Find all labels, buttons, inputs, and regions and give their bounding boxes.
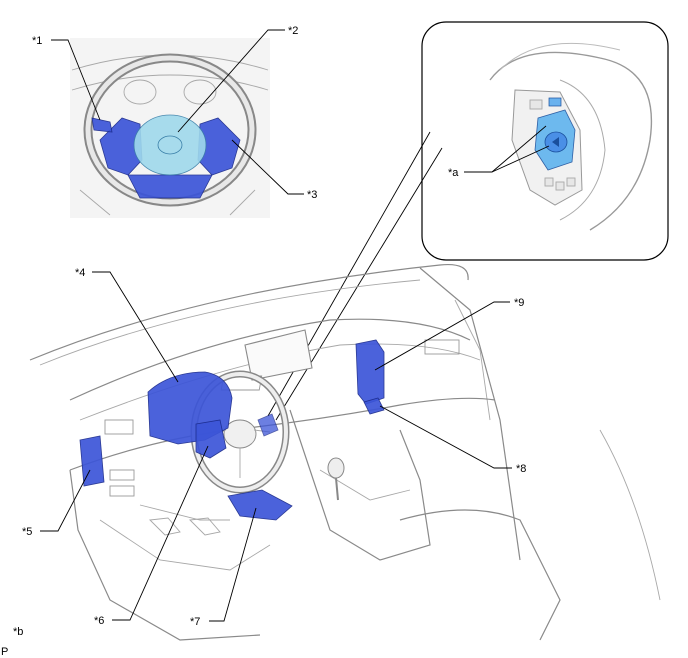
windshield-edge bbox=[29, 263, 469, 361]
combination-switch-stalk bbox=[91, 117, 113, 133]
steering-wheel-inset bbox=[70, 38, 270, 218]
label-b: *b bbox=[13, 626, 23, 638]
label-4: *4 bbox=[75, 267, 85, 279]
zoom-line-lower bbox=[275, 147, 443, 421]
cockpit-view bbox=[29, 263, 661, 641]
label-a: *a bbox=[448, 167, 459, 179]
passenger-side-unit bbox=[355, 339, 385, 405]
label-9: *9 bbox=[514, 297, 524, 309]
driver-lower-trim bbox=[69, 469, 261, 641]
label-3: *3 bbox=[307, 189, 317, 201]
zoom-line-upper bbox=[267, 131, 431, 417]
left-side-ecu bbox=[79, 435, 105, 487]
callout-2: *2 bbox=[177, 25, 298, 133]
label-2: *2 bbox=[288, 25, 298, 37]
callout-a: *a bbox=[448, 125, 550, 179]
steering-pad-airbag bbox=[133, 114, 207, 176]
label-6: *6 bbox=[94, 615, 104, 627]
callout-3: *3 bbox=[231, 139, 317, 201]
dashboard-top bbox=[69, 318, 471, 401]
floor-console-module bbox=[227, 489, 293, 521]
label-1: *1 bbox=[32, 35, 42, 47]
callout-1: *1 bbox=[32, 35, 101, 121]
callout-6: *6 bbox=[94, 445, 209, 627]
callout-7: *7 bbox=[190, 507, 257, 628]
label-7: *7 bbox=[190, 616, 200, 628]
corner-mark: P bbox=[1, 646, 8, 658]
shift-knob bbox=[327, 457, 345, 479]
switch-detail-bubble bbox=[421, 21, 669, 261]
steering-column-unit bbox=[195, 419, 227, 459]
label-5: *5 bbox=[22, 526, 32, 538]
callout-4: *4 bbox=[75, 267, 179, 383]
dashboard-lower bbox=[69, 397, 496, 471]
callout-5: *5 bbox=[22, 469, 91, 538]
passenger-side-connector bbox=[363, 397, 385, 415]
steering-lower-spoke bbox=[127, 174, 213, 199]
passenger-seat-edge bbox=[399, 509, 561, 641]
callout-8: *8 bbox=[379, 405, 526, 475]
center-console bbox=[289, 409, 431, 561]
main-steering-switch bbox=[257, 413, 279, 437]
center-display bbox=[244, 329, 313, 381]
a-pillar bbox=[419, 267, 521, 561]
label-8: *8 bbox=[516, 463, 526, 475]
callout-9: *9 bbox=[374, 297, 524, 371]
